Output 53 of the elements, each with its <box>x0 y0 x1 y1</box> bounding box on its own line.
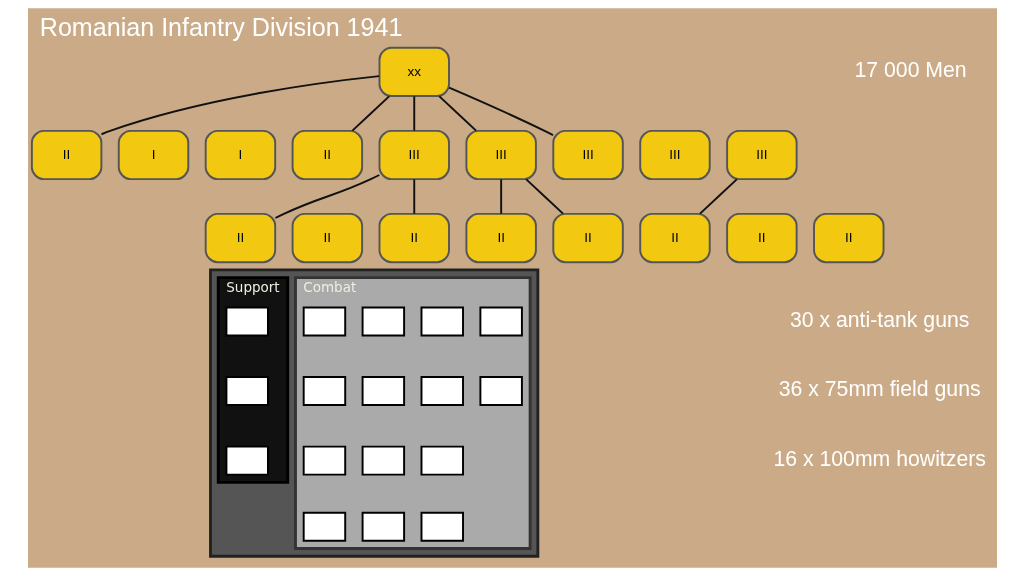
connector <box>447 86 554 137</box>
node-box: II <box>638 212 711 264</box>
connector <box>524 178 564 215</box>
node-box <box>420 376 464 407</box>
connector <box>412 178 415 215</box>
node-box: II <box>464 212 537 264</box>
node-box: II <box>204 212 276 264</box>
label: 30 x anti-tank guns <box>789 307 969 332</box>
node-box: III <box>378 129 450 181</box>
node-box <box>361 306 405 337</box>
connector <box>499 178 502 215</box>
node-box <box>224 445 269 476</box>
node-box <box>420 306 464 337</box>
label: 17 000 Men <box>854 58 967 83</box>
node-box: II <box>551 212 624 264</box>
connector <box>412 95 415 132</box>
node-box <box>361 376 405 407</box>
node-box <box>302 376 346 407</box>
node-box: xx <box>378 46 450 98</box>
node-box <box>224 376 269 407</box>
node-box: III <box>464 129 537 181</box>
label: 36 x 75mm field guns <box>778 377 981 402</box>
node-box: II <box>291 212 363 264</box>
cluster <box>208 268 539 558</box>
node-box <box>302 511 346 542</box>
node-box: II <box>812 212 884 264</box>
node-box: II <box>378 212 450 264</box>
node-box <box>302 445 346 476</box>
node-box: III <box>551 129 624 181</box>
cluster: Combat <box>293 276 532 550</box>
node-box <box>478 306 523 337</box>
node-box: II <box>291 129 363 181</box>
node-box: III <box>725 129 798 181</box>
connector <box>437 95 477 132</box>
node-box <box>224 306 269 337</box>
node-box: I <box>117 129 189 181</box>
cluster: Support <box>216 276 289 484</box>
node-box <box>361 445 405 476</box>
label: 16 x 100mm howitzers <box>772 447 986 472</box>
node-box: III <box>638 129 711 181</box>
node-box <box>361 511 405 542</box>
node-box <box>302 306 346 337</box>
node-box <box>478 376 523 407</box>
node-box: I <box>204 129 276 181</box>
connector <box>273 174 380 219</box>
node-box <box>420 511 464 542</box>
connector <box>698 178 738 215</box>
node-box: II <box>30 129 102 181</box>
diagram-title: Romanian Infantry Division 1941 <box>39 13 402 42</box>
node-box <box>420 445 464 476</box>
connector <box>100 75 380 136</box>
node-box: II <box>725 212 798 264</box>
connector <box>350 95 390 132</box>
